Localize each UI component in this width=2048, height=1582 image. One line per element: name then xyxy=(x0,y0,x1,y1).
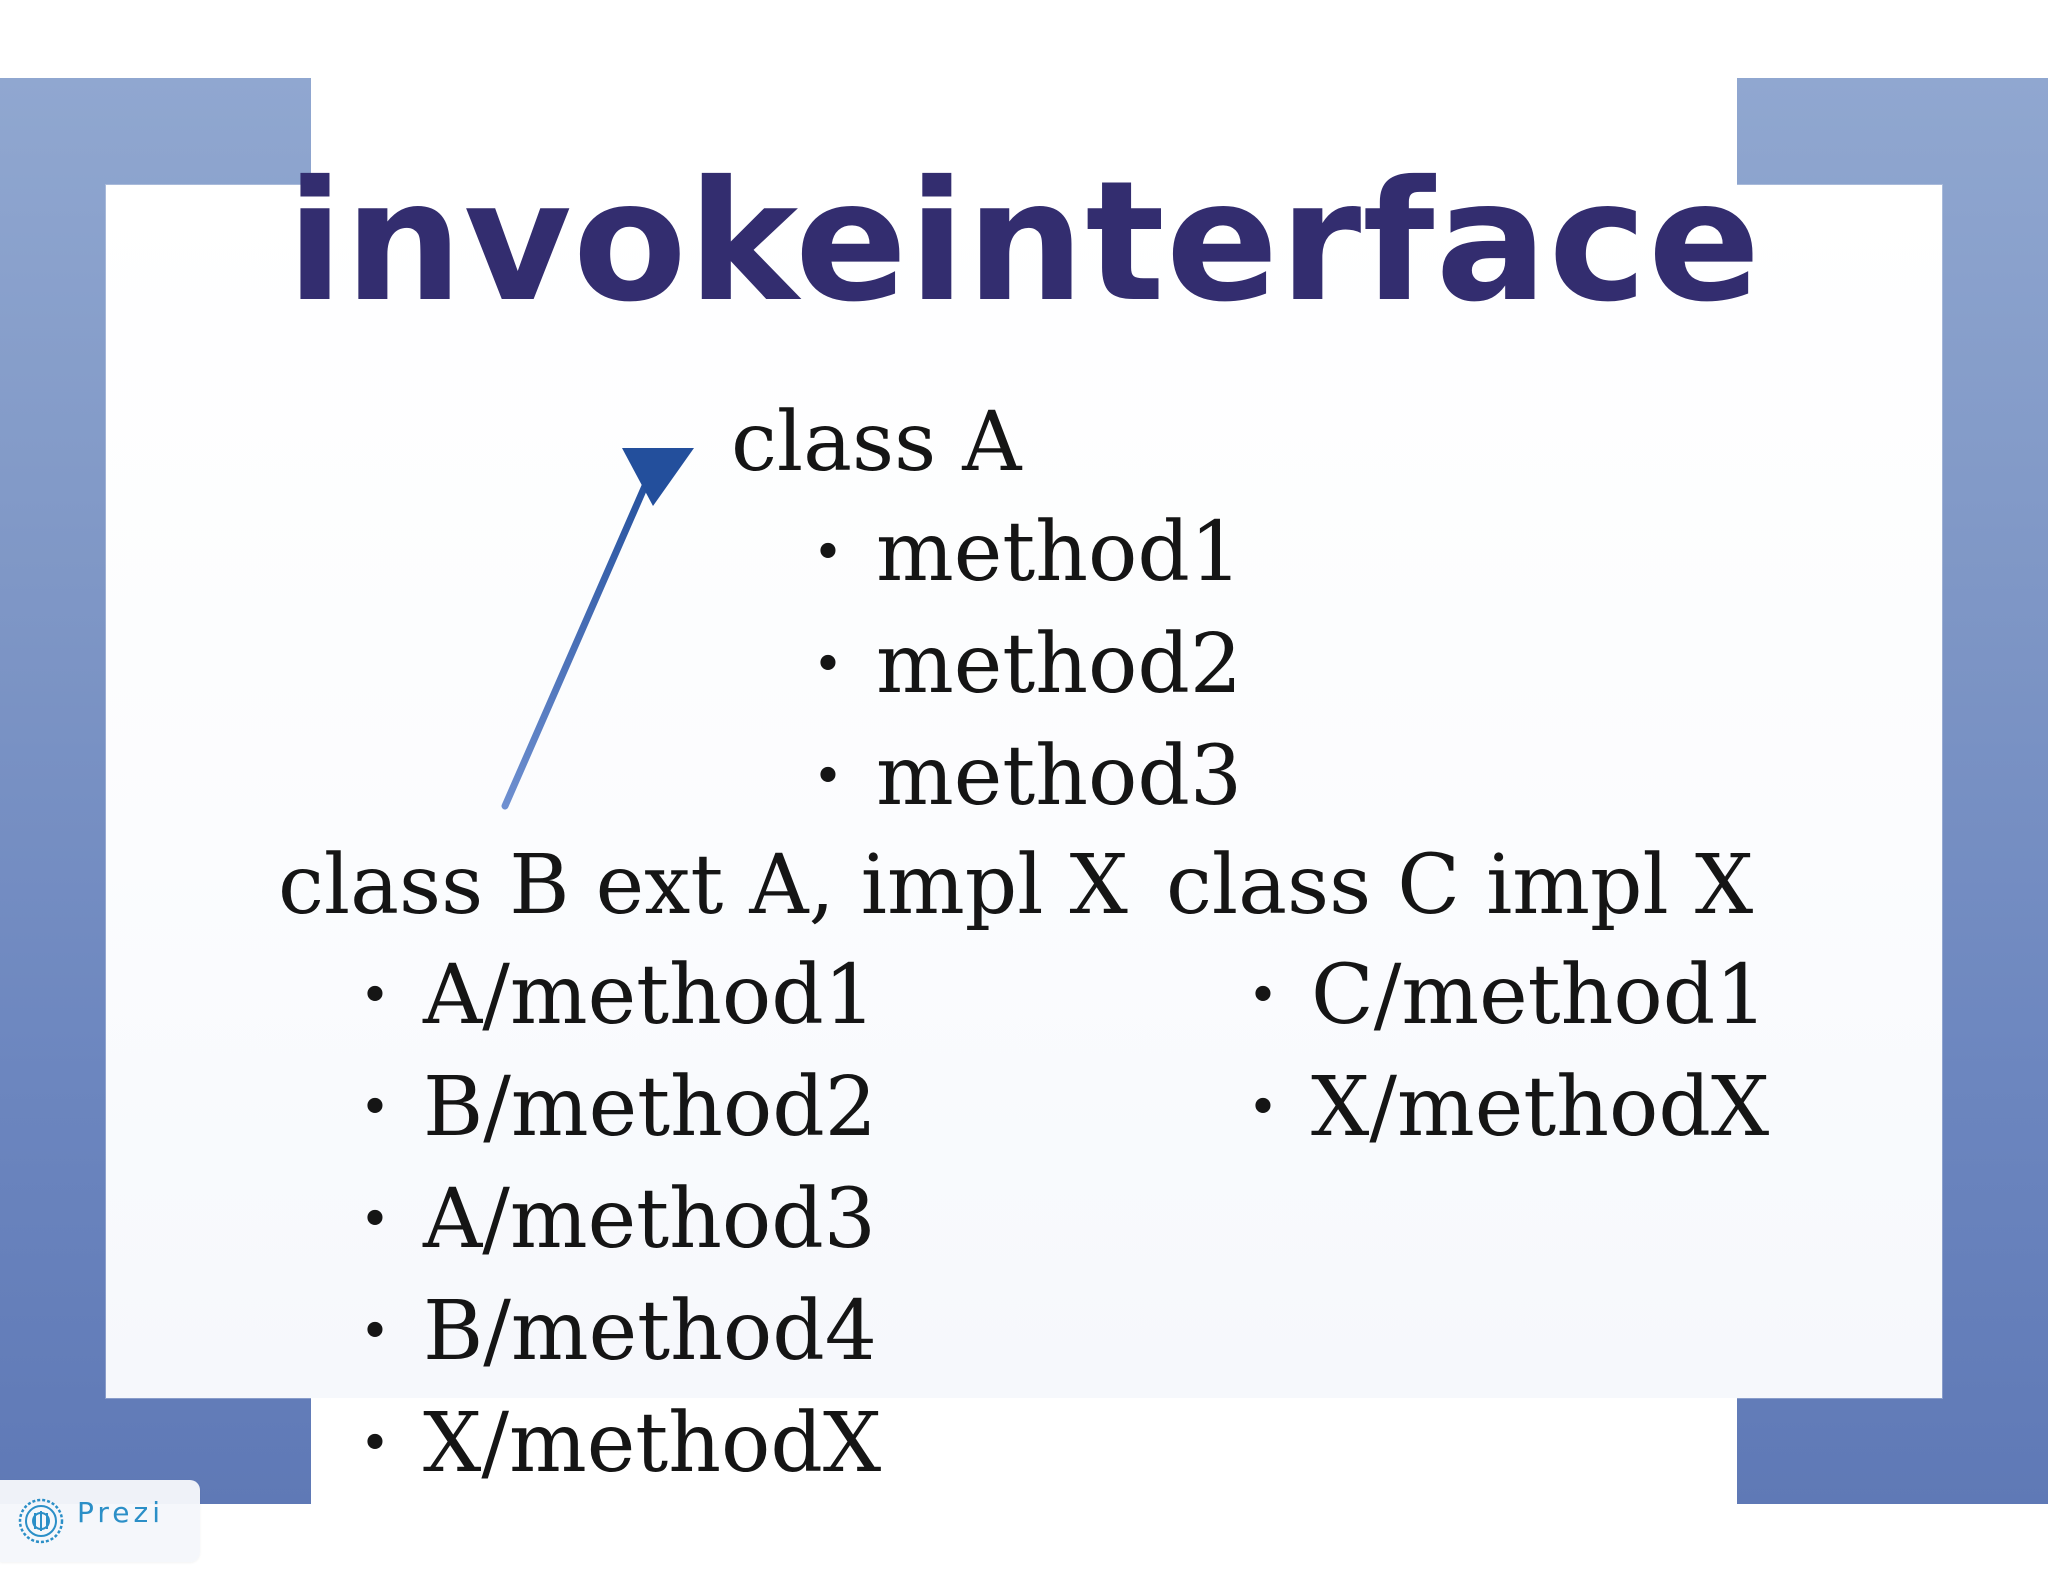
bullet-icon: • xyxy=(1247,966,1279,1026)
prezi-badge[interactable]: Prezi xyxy=(0,1480,200,1562)
bullet-icon: • xyxy=(812,747,844,807)
bullet-icon: • xyxy=(359,966,391,1026)
bullet-icon: • xyxy=(812,635,844,695)
class-a-method-item: • method3 xyxy=(808,721,1242,833)
bullet-icon: • xyxy=(359,1414,391,1474)
method-label: method2 xyxy=(876,617,1243,712)
prezi-logo-icon xyxy=(18,1498,64,1544)
class-c-heading: class C impl X xyxy=(1166,838,1754,933)
class-a-heading: class A xyxy=(731,395,1022,490)
class-b-method-item: • B/method2 xyxy=(355,1052,881,1164)
bullet-icon: • xyxy=(359,1078,391,1138)
prezi-label: Prezi xyxy=(77,1496,164,1529)
class-c-method-list: • C/method1 • X/methodX xyxy=(1243,940,1770,1164)
class-c-method-item: • X/methodX xyxy=(1243,1052,1770,1164)
class-b-method-item: • X/methodX xyxy=(355,1388,882,1500)
method-label: C/method1 xyxy=(1311,948,1768,1043)
method-label: A/method3 xyxy=(423,1172,876,1267)
class-a-method-item: • method2 xyxy=(808,609,1242,721)
bullet-icon: • xyxy=(1247,1078,1279,1138)
content-overlap-area xyxy=(311,1398,1737,1504)
class-c-method-item: • C/method1 xyxy=(1243,940,1769,1052)
method-label: A/method1 xyxy=(423,948,876,1043)
class-b-heading: class B ext A, impl X xyxy=(278,838,1128,933)
method-label: X/methodX xyxy=(1311,1060,1770,1155)
slide-card xyxy=(106,185,1942,1398)
class-a-method-list: • method1 • method2 • method3 xyxy=(808,497,1242,833)
method-label: method3 xyxy=(876,729,1243,824)
bullet-icon: • xyxy=(359,1302,391,1362)
class-b-method-item: • A/method3 xyxy=(355,1164,881,1276)
class-b-method-item: • B/method4 xyxy=(355,1276,881,1388)
method-label: B/method4 xyxy=(423,1284,877,1379)
method-label: B/method2 xyxy=(423,1060,877,1155)
method-label: X/methodX xyxy=(423,1396,882,1491)
class-b-method-item: • A/method1 xyxy=(355,940,881,1052)
class-a-method-item: • method1 xyxy=(808,497,1242,609)
slide-title: invokeinterface xyxy=(286,146,1762,339)
bullet-icon: • xyxy=(359,1190,391,1250)
class-b-method-list: • A/method1 • B/method2 • A/method3 • B/meth… xyxy=(355,940,882,1500)
bullet-icon: • xyxy=(812,523,844,583)
method-label: method1 xyxy=(876,505,1243,600)
